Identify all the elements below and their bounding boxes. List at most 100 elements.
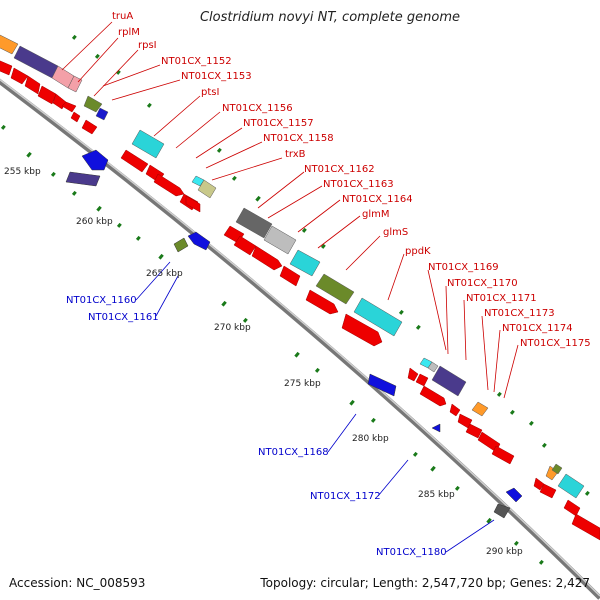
gene-label: NT01CX_1157: [243, 118, 314, 129]
gene-label: NT01CX_1163: [323, 179, 394, 190]
gene-box-pink: [67, 75, 83, 93]
gene-arrow: [251, 245, 283, 271]
gene-arrow-blue: [431, 423, 441, 433]
kbp-label: 275 kbp: [284, 379, 321, 389]
gene-arrow-blue: [505, 487, 523, 503]
gene-label: NT01CX_1168: [258, 447, 329, 458]
kbp-label: 280 kbp: [352, 434, 389, 444]
gene-arrow: [419, 385, 447, 407]
gene-arrow: [153, 173, 185, 197]
gene-arrow: [81, 119, 98, 135]
genome-backbone-highlight: [0, 78, 600, 597]
gene-arrow: [70, 111, 81, 123]
gene-label: NT01CX_1160: [66, 295, 137, 306]
gene-label: NT01CX_1162: [304, 164, 375, 175]
gene-box-olive: [315, 273, 355, 305]
gene-box-purple: [431, 365, 467, 397]
gene-arrow: [491, 445, 515, 465]
gene-label: NT01CX_1153: [181, 71, 252, 82]
gene-label: NT01CX_1180: [376, 547, 447, 558]
gene-box-cyan: [557, 473, 585, 499]
gene-label: NT01CX_1173: [484, 308, 555, 319]
gene-arrow: [0, 60, 13, 76]
kbp-label: 255 kbp: [4, 167, 41, 177]
gene-arrow: [449, 403, 461, 417]
gene-label: NT01CX_1164: [342, 194, 413, 205]
gene-label: ptsI: [201, 87, 219, 98]
gene-arrow: [465, 423, 483, 439]
gene-arrow: [10, 67, 29, 85]
gene-arrow: [533, 477, 545, 491]
gene-arrow-blue: [367, 373, 397, 397]
gene-label: NT01CX_1172: [310, 491, 381, 502]
gene-arrow: [539, 483, 557, 499]
kbp-label: 290 kbp: [486, 547, 523, 557]
gene-label: NT01CX_1156: [222, 103, 293, 114]
gene-arrow: [61, 101, 77, 113]
gene-arrow-blue: [81, 149, 109, 171]
gene-box-khaki: [197, 179, 217, 199]
gene-label: NT01CX_1169: [428, 262, 499, 273]
gene-arrow: [305, 289, 339, 315]
gene-box-darkgray: [493, 503, 511, 519]
kbp-label: 270 kbp: [214, 323, 251, 333]
forward-feature-boxes: [0, 34, 585, 499]
genome-backbone: [0, 78, 600, 600]
gene-arrow: [37, 85, 57, 105]
gene-label: NT01CX_1158: [263, 133, 334, 144]
gene-box-cyan: [289, 249, 321, 277]
gene-box-cyan-small: [191, 175, 205, 187]
gene-label: NT01CX_1175: [520, 338, 591, 349]
gene-arrow: [279, 265, 301, 287]
gene-label: NT01CX_1170: [447, 278, 518, 289]
gene-label: rplM: [118, 27, 140, 38]
gene-arrow: [120, 149, 149, 173]
gene-arrow-blue: [187, 231, 211, 251]
gene-arrow: [185, 195, 201, 213]
gene-box-orange: [0, 34, 19, 55]
gene-arrow: [415, 373, 429, 387]
gene-label: glmS: [383, 227, 408, 238]
forward-leader-lines: [61, 21, 519, 399]
reverse-leader-lines: [135, 261, 495, 553]
gene-label: NT01CX_1152: [161, 56, 232, 67]
gene-label: NT01CX_1161: [88, 312, 159, 323]
gene-box-olive: [551, 463, 563, 475]
tick-row-inner: [0, 124, 544, 565]
gene-box-cyan: [131, 129, 165, 159]
gene-label: trxB: [285, 149, 306, 160]
gene-label: truA: [112, 11, 133, 22]
accession-text: Accession: NC_008593: [9, 576, 146, 590]
gene-label: rpsI: [138, 40, 157, 51]
kbp-label: 265 kbp: [146, 269, 183, 279]
kbp-label: 285 kbp: [418, 490, 455, 500]
reverse-gene-labels: NT01CX_1160 NT01CX_1161 NT01CX_1168 NT01…: [66, 295, 447, 558]
gene-arrow: [24, 75, 41, 95]
gene-box-blue: [95, 107, 109, 121]
gene-arrow: [233, 235, 257, 256]
gene-box-lightgray: [427, 361, 439, 373]
gene-label: ppdK: [405, 246, 431, 257]
gene-box-lightgray: [263, 225, 297, 255]
gene-arrow: [407, 367, 419, 382]
gene-box-cyan: [353, 297, 403, 337]
forward-gene-arrows: [0, 60, 600, 541]
topology-text: Topology: circular; Length: 2,547,720 bp…: [260, 576, 590, 590]
gene-arrow: [571, 513, 600, 541]
kbp-labels: 255 kbp 260 kbp 265 kbp 270 kbp 275 kbp …: [4, 167, 523, 557]
tick-row-outer: [71, 34, 590, 496]
gene-box-purple: [65, 171, 101, 187]
gene-arrow: [341, 313, 383, 347]
gene-label: glmM: [362, 209, 390, 220]
gene-label: NT01CX_1174: [502, 323, 573, 334]
gene-box-gray: [235, 207, 273, 239]
map-title: Clostridium novyi NT, complete genome: [199, 10, 461, 25]
gene-arrow: [563, 499, 581, 517]
gene-label: NT01CX_1171: [466, 293, 537, 304]
gene-box-orange: [471, 401, 489, 417]
gene-box-olive: [83, 95, 103, 113]
gene-box-olive: [173, 237, 189, 253]
forward-gene-labels: truA rplM rpsI NT01CX_1152 NT01CX_1153 p…: [112, 11, 591, 349]
kbp-label: 260 kbp: [76, 217, 113, 227]
